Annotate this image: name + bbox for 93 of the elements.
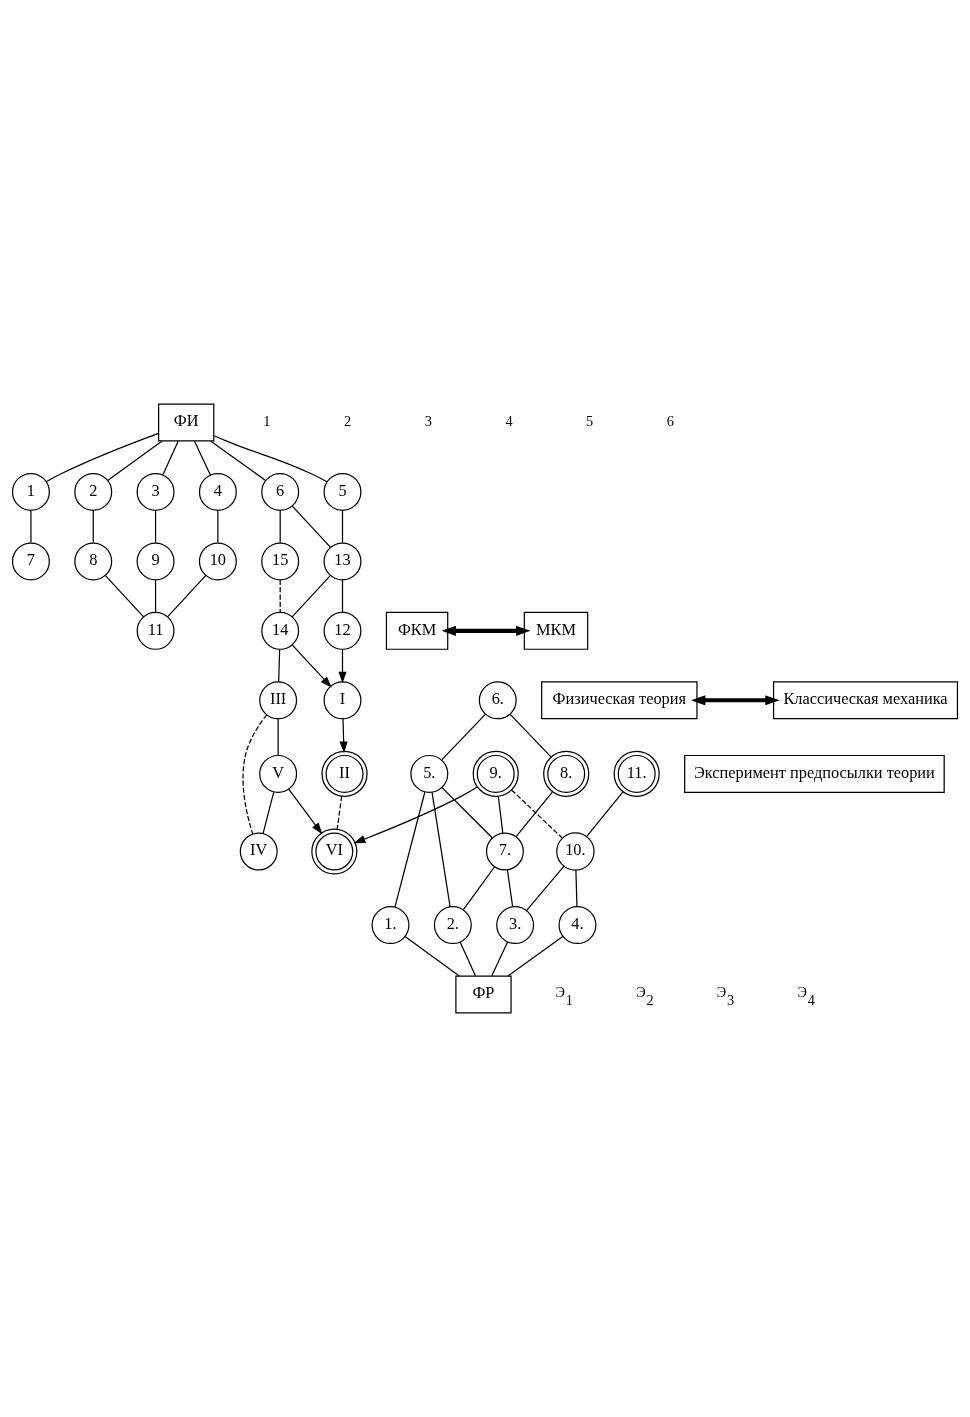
connector	[497, 795, 504, 834]
connector	[526, 865, 565, 911]
node-circle: 2	[74, 472, 113, 511]
connector	[511, 789, 564, 839]
connector	[586, 791, 624, 838]
arrow	[339, 718, 348, 754]
connector	[154, 510, 157, 544]
node-circle: V	[259, 754, 298, 793]
node-circle: 4	[198, 472, 237, 511]
connector	[431, 791, 451, 908]
connector	[575, 869, 578, 908]
node-circle: 8	[74, 542, 113, 581]
node-circle: 14	[261, 611, 300, 650]
connector	[515, 791, 553, 838]
label: 3	[424, 413, 432, 430]
node-circle: III	[259, 681, 298, 720]
node-box: ФКМ	[385, 611, 449, 650]
connector	[341, 579, 344, 613]
arrow	[338, 649, 347, 684]
arrow	[353, 786, 478, 844]
node-box: Эксперимент предпосылки теории	[684, 754, 945, 793]
connector	[242, 714, 268, 835]
node-circle: 8.	[543, 750, 590, 797]
connector	[506, 869, 514, 907]
connector	[166, 574, 207, 618]
label: 4	[505, 413, 513, 430]
connector	[45, 432, 160, 483]
connector	[404, 936, 460, 977]
node-box: Классическая механика	[772, 681, 959, 720]
connector	[262, 791, 275, 834]
label: 1	[263, 413, 271, 430]
node-circle: 3.	[496, 906, 535, 945]
node-circle: 7.	[485, 832, 524, 871]
node-circle: 6	[261, 472, 300, 511]
label: 5	[586, 413, 594, 430]
arrow	[291, 644, 332, 688]
node-circle: 5	[323, 472, 362, 511]
connector	[30, 510, 32, 544]
connector	[162, 440, 179, 476]
node-circle: IV	[239, 832, 278, 871]
node-circle: 12	[323, 611, 362, 650]
connector	[279, 579, 281, 613]
connector	[107, 440, 163, 482]
connector	[462, 866, 495, 911]
connector	[278, 648, 281, 683]
connector	[210, 440, 267, 482]
label: 6	[666, 413, 674, 430]
connector	[509, 713, 552, 758]
node-circle: 15	[261, 542, 300, 581]
connector	[491, 941, 509, 977]
connector	[279, 510, 281, 544]
connector	[217, 510, 219, 544]
connector	[459, 941, 476, 977]
node-circle: 11.	[613, 750, 660, 797]
node-circle: 5.	[410, 754, 449, 793]
node-circle: 4.	[558, 906, 597, 945]
node-circle: 11	[136, 611, 175, 650]
connector	[154, 579, 157, 613]
node-circle: 10.	[556, 832, 595, 871]
node-circle: 1	[11, 472, 50, 511]
connector	[291, 574, 332, 618]
arrow	[441, 625, 531, 636]
label: 2	[344, 413, 352, 430]
node-circle: 3	[136, 472, 175, 511]
arrow	[691, 695, 780, 706]
connector	[104, 574, 145, 618]
connector	[193, 440, 211, 476]
connector	[394, 791, 426, 908]
node-circle: VI	[311, 828, 358, 875]
node-circle: 9.	[472, 750, 519, 797]
node-box: Физическая теория	[541, 681, 698, 720]
node-circle: 13	[323, 542, 362, 581]
connector	[336, 795, 343, 830]
node-circle: 1.	[371, 906, 410, 945]
node-circle: I	[323, 681, 362, 720]
node-box: МКМ	[523, 611, 589, 650]
connector	[341, 510, 344, 544]
connector	[213, 435, 328, 483]
node-circle: 6.	[478, 681, 517, 720]
connector	[441, 786, 494, 839]
node-circle: 7	[11, 542, 50, 581]
connector	[92, 510, 94, 544]
connector	[277, 718, 279, 756]
connector	[291, 505, 332, 549]
node-box: ФР	[455, 975, 512, 1014]
node-circle: 9	[136, 542, 175, 581]
connector	[507, 936, 564, 977]
node-circle: 2.	[433, 906, 472, 945]
node-circle: 10	[198, 542, 237, 581]
connector	[441, 713, 487, 761]
node-box: ФИ	[158, 403, 215, 442]
node-circle: II	[321, 750, 368, 797]
arrow	[288, 788, 323, 835]
